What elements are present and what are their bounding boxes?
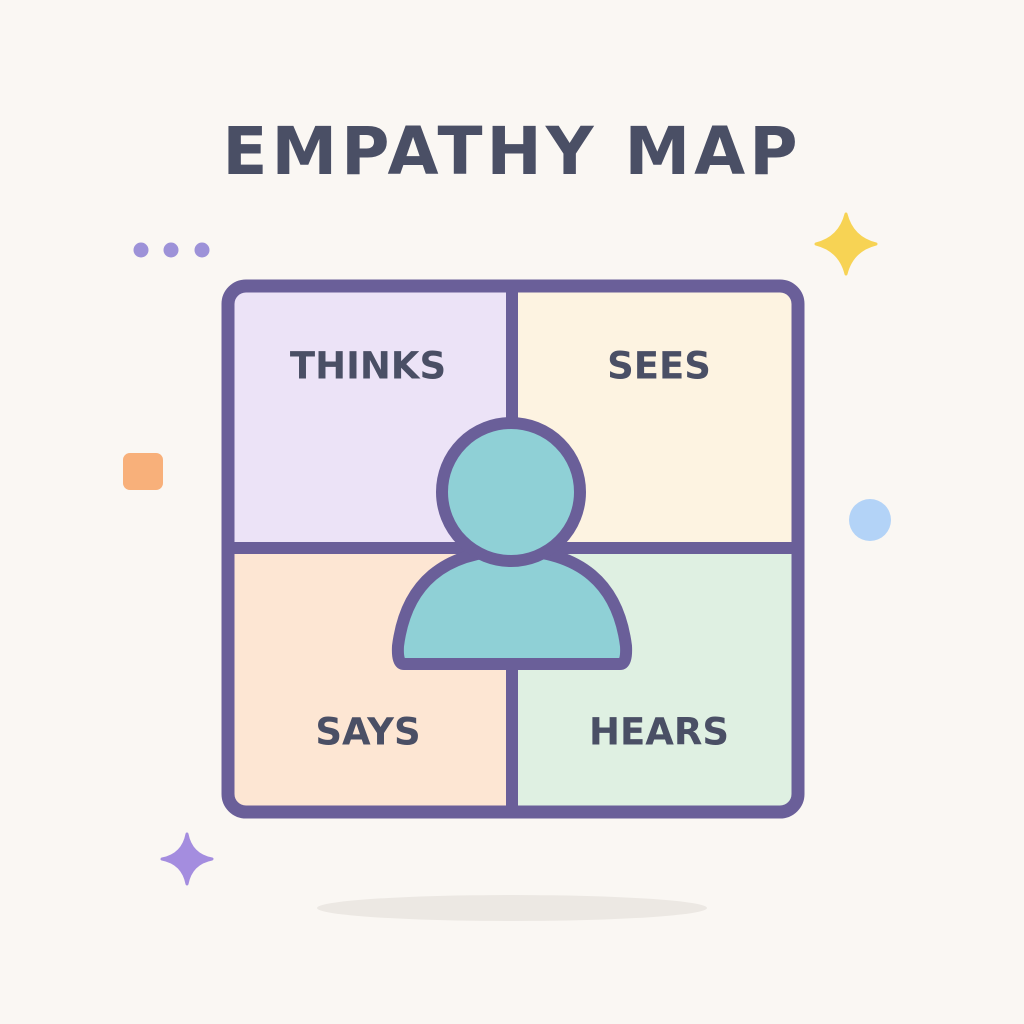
sparkle-icon — [814, 212, 878, 276]
user-icon — [391, 417, 633, 670]
quadrant-label-sees: SEES — [607, 345, 711, 388]
decorative-square — [123, 453, 163, 490]
sparkle-icon — [160, 832, 214, 886]
quadrant-label-says: SAYS — [315, 711, 420, 754]
decorative-circle — [849, 499, 891, 541]
dots-icon — [133, 242, 210, 258]
quadrant-label-thinks: THINKS — [290, 345, 446, 388]
ground-shadow — [317, 895, 707, 921]
page-title: EMPATHY MAP — [222, 113, 802, 190]
quadrant-label-hears: HEARS — [589, 711, 729, 754]
